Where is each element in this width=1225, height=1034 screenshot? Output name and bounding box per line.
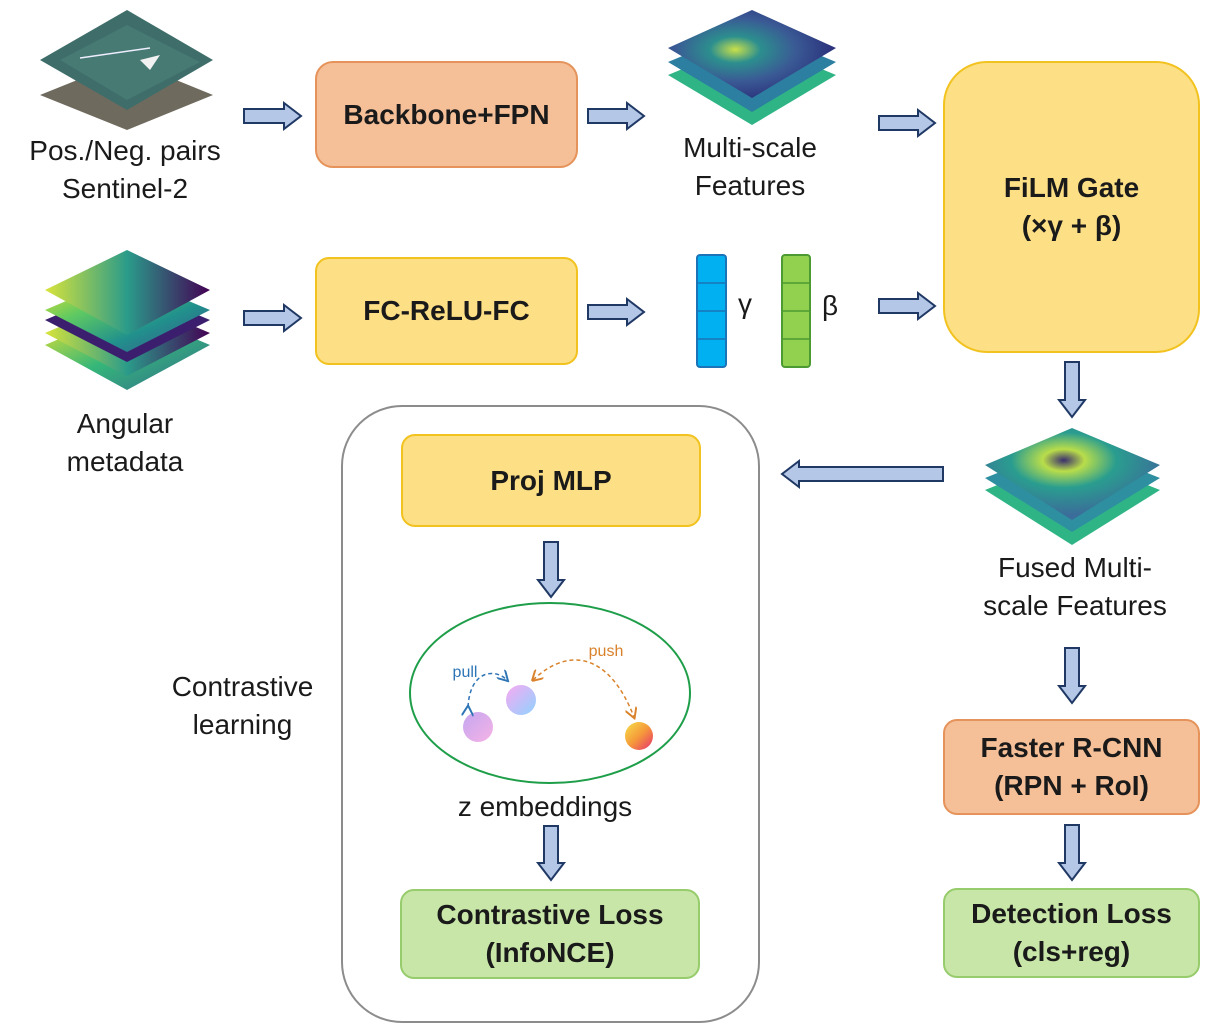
arrow-fused-to-proj (780, 458, 944, 490)
gamma-vector (696, 254, 727, 368)
arrow-backbone-to-features (587, 100, 646, 132)
backbone-fpn-block: Backbone+FPN (315, 61, 578, 168)
faster-rcnn-block: Faster R-CNN (RPN + RoI) (943, 719, 1200, 815)
multiscale-features-icon (668, 10, 836, 125)
contrastive-loss-block: Contrastive Loss (InfoNCE) (400, 889, 700, 979)
arrow-sentinel-to-backbone (243, 100, 303, 132)
arrow-proj-to-embeddings (535, 541, 567, 599)
embedding-space (409, 602, 691, 784)
arrow-rcnn-to-detloss (1056, 824, 1088, 882)
arrow-features-to-film (878, 107, 937, 139)
proj-mlp-block: Proj MLP (401, 434, 701, 527)
embedding-anchor (506, 685, 536, 715)
detection-loss-block: Detection Loss (cls+reg) (943, 888, 1200, 978)
film-gate-block: FiLM Gate (×γ + β) (943, 61, 1200, 353)
angular-metadata-icon (45, 250, 210, 390)
angular-label: Angular metadata (66, 408, 184, 477)
embedding-negative (625, 722, 653, 750)
sentinel-label: Pos./Neg. pairs Sentinel-2 (29, 135, 221, 204)
sentinel-image-icon (40, 10, 213, 130)
arrow-vectors-to-film (878, 290, 937, 322)
contrastive-learning-label: Contrastive learning (171, 671, 314, 740)
arrow-angular-to-fc (243, 302, 303, 334)
beta-vector (781, 254, 811, 368)
arrow-embeddings-to-loss (535, 825, 567, 882)
embedding-positive (463, 712, 493, 742)
arrow-fused-to-rcnn (1056, 647, 1088, 705)
pull-arrow (468, 673, 507, 707)
push-arrow (533, 659, 634, 717)
contrastive-container (341, 405, 760, 1023)
z-embeddings-label: z embeddings (457, 791, 633, 822)
gamma-label: γ (738, 288, 752, 319)
fused-features-icon (985, 428, 1160, 545)
beta-label: β (821, 290, 839, 321)
fc-relu-fc-block: FC-ReLU-FC (315, 257, 578, 365)
arrow-film-to-fused (1056, 361, 1088, 419)
arrow-fc-to-vectors (587, 296, 646, 328)
fused-features-label: Fused Multi- scale Features (983, 552, 1167, 621)
pull-label: pull (452, 664, 478, 681)
push-label: push (588, 643, 624, 660)
multiscale-features-label: Multi-scale Features (683, 132, 817, 201)
